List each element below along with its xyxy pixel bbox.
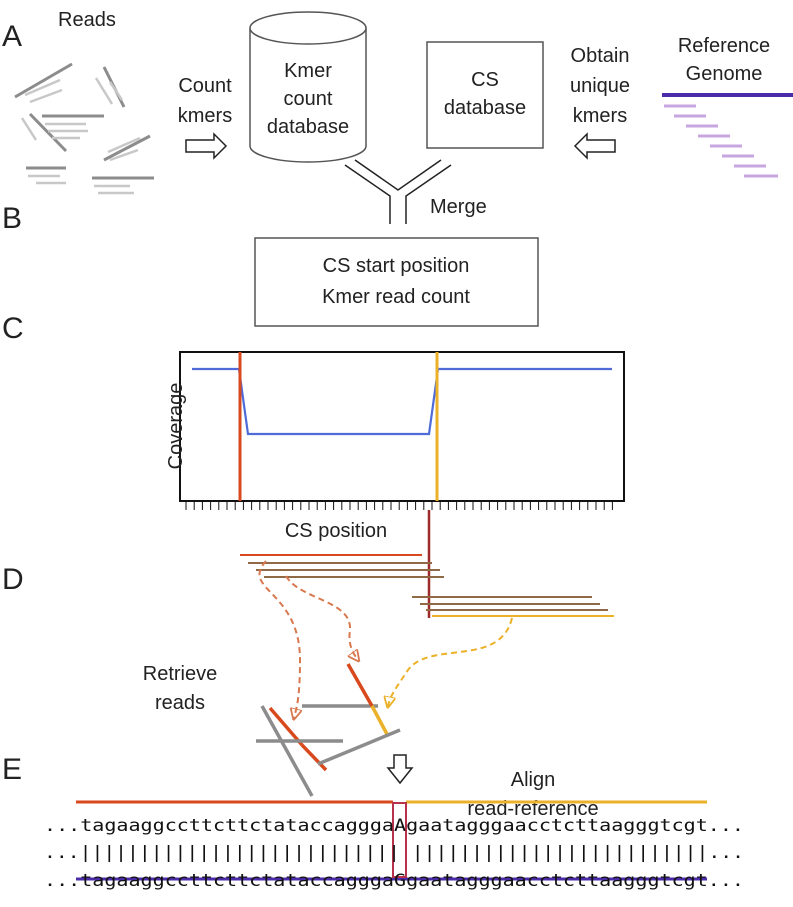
left-arrow-icon	[573, 132, 616, 160]
panel-letter-b: B	[2, 202, 22, 235]
reference-line-2: Genome	[686, 63, 763, 85]
x-axis-ticks	[185, 501, 613, 510]
retrieve-label-2: reads	[155, 692, 205, 714]
retrieved-reads-left	[240, 554, 444, 578]
reads-cluster	[14, 62, 154, 195]
cs-db-line-1: CS	[471, 69, 499, 91]
obtain-line-2: unique	[570, 75, 630, 97]
mismatch-highlight-box	[392, 802, 407, 878]
count-label-2: kmers	[178, 105, 232, 127]
match-bars: ...||||||||||||||||||||||||||| |||||||||…	[44, 843, 744, 863]
coverage-axis-label: Coverage	[165, 383, 187, 470]
kmer-db-cylinder	[249, 11, 367, 163]
merge-label: Merge	[430, 196, 487, 218]
retrieve-label-1: Retrieve	[143, 663, 217, 685]
retrieved-reads-right	[412, 596, 614, 617]
obtain-line-3: kmers	[573, 105, 627, 127]
retrieve-arrow-1	[258, 560, 300, 718]
retrieve-arrow-2	[285, 575, 358, 660]
retrieve-arrow-3	[388, 617, 513, 706]
cs-position-axis-label: CS position	[285, 520, 387, 542]
aligned-reads-cluster	[256, 663, 401, 797]
panel-letter-c: C	[2, 312, 24, 345]
cs-position-box	[254, 237, 539, 327]
coverage-line	[192, 367, 612, 436]
cs-db-line-2: database	[444, 97, 526, 119]
kmer-db-line-2: count	[284, 88, 333, 110]
reference-line-1: Reference	[678, 35, 770, 57]
kmer-db-line-3: database	[267, 116, 349, 138]
reference-sequence: ...tagaaggccttcttctataccagggaGgaatagggaa…	[44, 871, 744, 891]
cs-start-label: CS start position	[323, 255, 470, 277]
reads-label: Reads	[58, 9, 116, 31]
kmer-count-label: Kmer read count	[322, 286, 470, 308]
cs-db-box	[426, 41, 544, 149]
align-label-1: Align	[511, 769, 555, 791]
panel-letter-a: A	[2, 20, 22, 53]
panel-letter-e: E	[2, 753, 22, 786]
obtain-line-1: Obtain	[571, 45, 630, 67]
read-sequence: ...tagaaggccttcttctataccagggaAgaatagggaa…	[44, 816, 744, 836]
kmer-db-line-1: Kmer	[284, 60, 332, 82]
down-arrow-icon	[386, 754, 414, 785]
count-label-1: Count	[178, 75, 232, 97]
coverage-plot-frame	[179, 351, 625, 502]
unique-kmers	[664, 104, 778, 178]
merge-funnel-icon	[344, 159, 452, 224]
right-arrow-icon	[185, 132, 228, 160]
panel-letter-d: D	[2, 563, 24, 596]
